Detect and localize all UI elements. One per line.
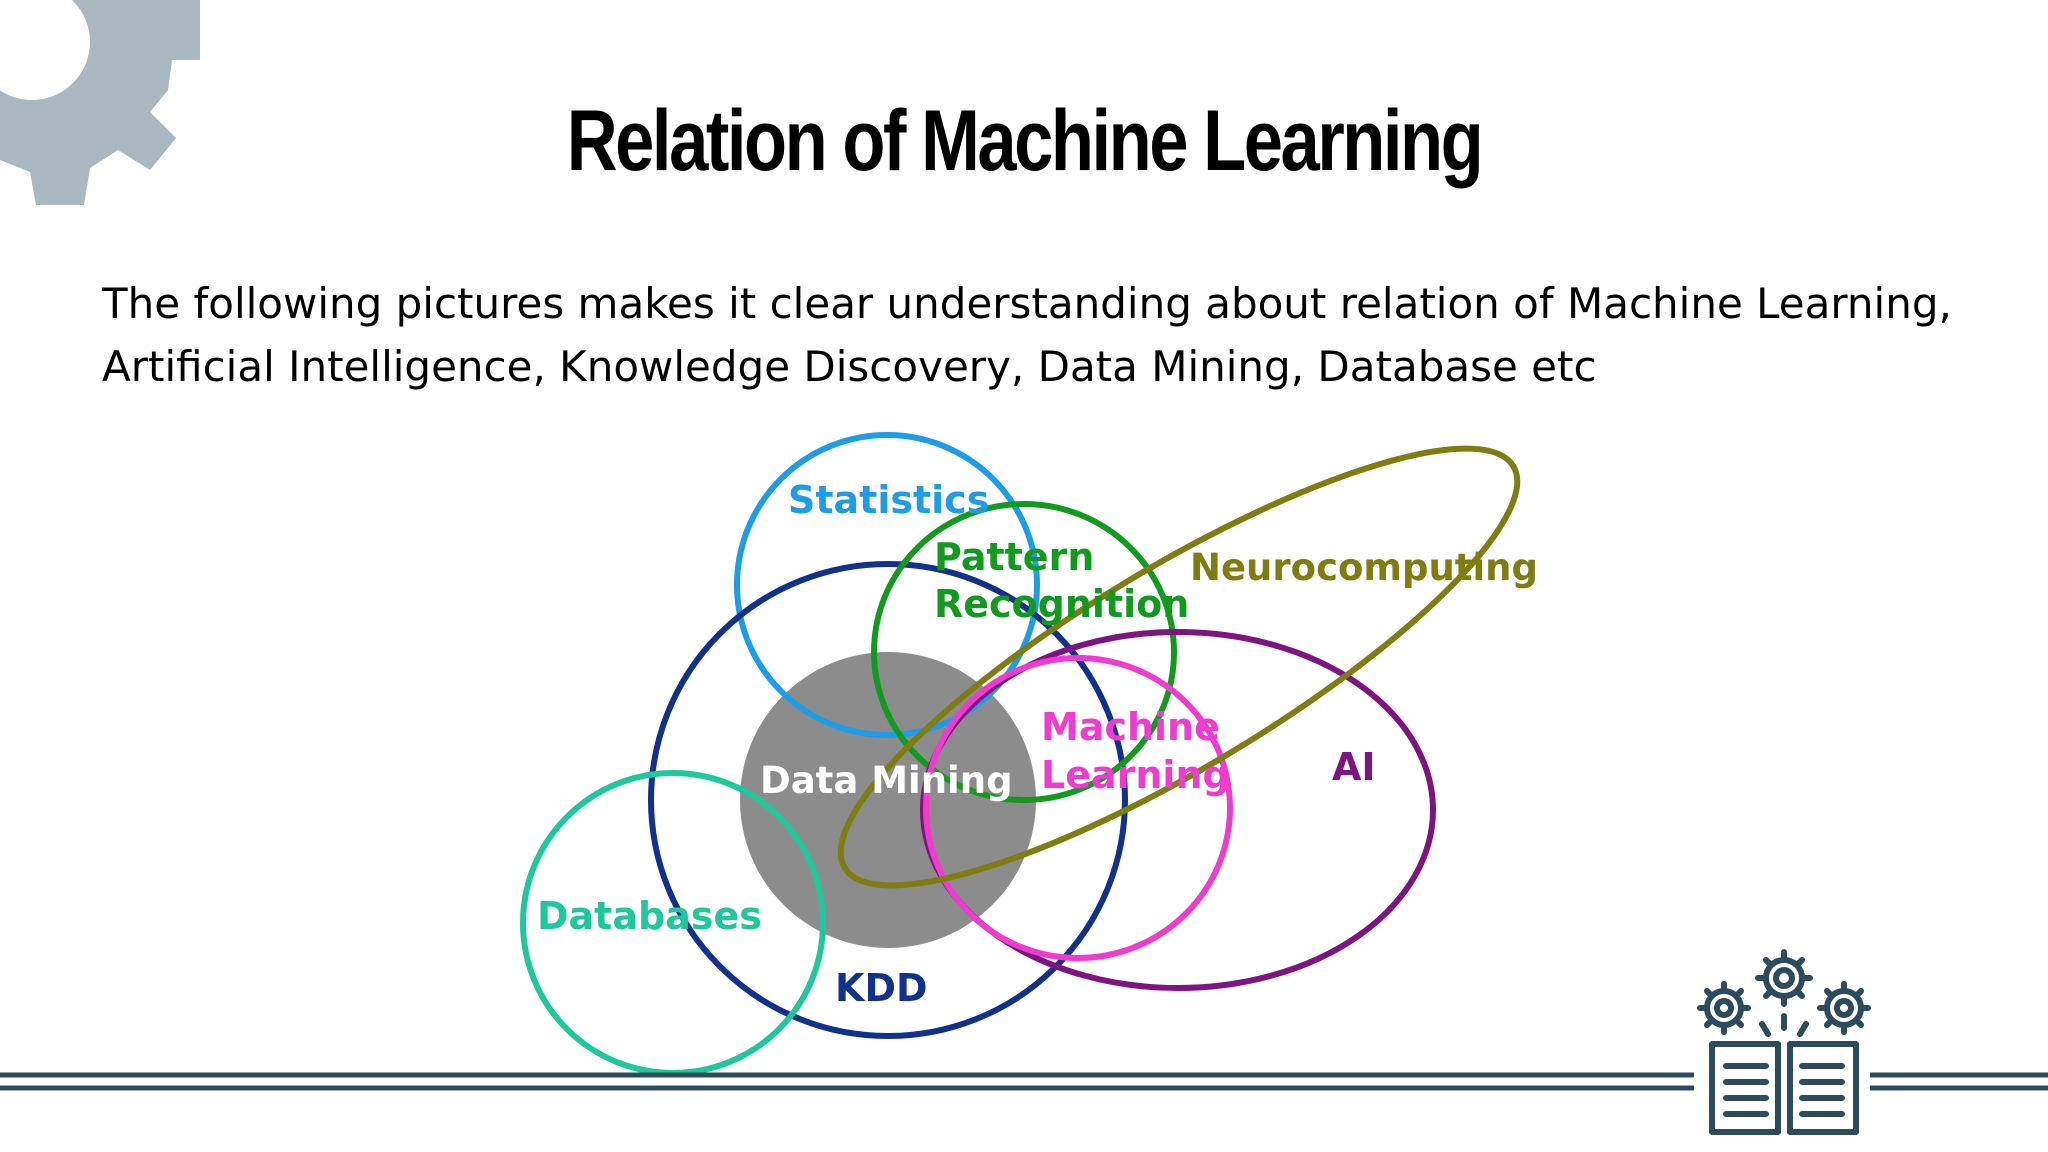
machine-learning-ellipse	[923, 655, 1233, 961]
neurocomputing-label: Neurocomputing	[1190, 546, 1538, 589]
databases-label: Databases	[537, 894, 762, 938]
pattern-recognition-label: Recognition	[934, 582, 1189, 626]
statistics-label: Statistics	[788, 478, 989, 522]
ai-ellipse	[920, 629, 1436, 991]
intro-paragraph: The following pictures makes it clear un…	[102, 272, 1982, 398]
machine-learning-label: Learning	[1041, 753, 1230, 797]
machine-learning-label: Machine	[1041, 705, 1220, 749]
data-mining-label: Data Mining	[760, 759, 1013, 802]
book-with-gears-icon	[1697, 949, 1871, 1135]
gear-icon	[0, 0, 200, 205]
ai-label: AI	[1332, 745, 1376, 789]
pattern-recognition-label: Pattern	[934, 535, 1094, 579]
intro-line: The following pictures makes it clear un…	[102, 279, 1952, 328]
pattern-recognition-ellipse	[871, 501, 1177, 803]
page-title: Relation of Machine Learning	[566, 93, 1484, 189]
statistics-circle	[734, 432, 1040, 738]
kdd-label: KDD	[835, 966, 928, 1010]
kdd-ellipse	[648, 561, 1128, 1039]
intro-line: Artificial Intelligence, Knowledge Disco…	[102, 342, 1597, 391]
neurocomputing-ellipse	[837, 445, 1521, 889]
